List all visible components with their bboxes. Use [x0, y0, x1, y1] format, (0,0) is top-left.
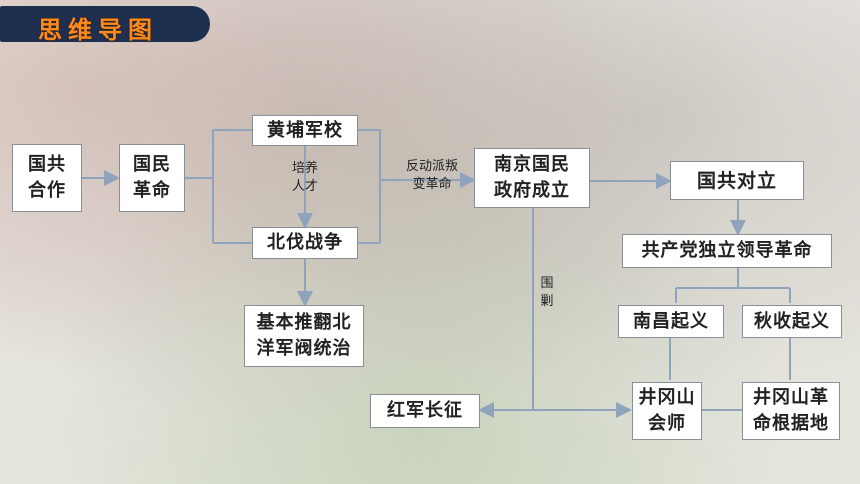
node-huishi: 井冈山 会师	[632, 382, 702, 440]
label-weijiao: 围 剿	[540, 276, 554, 309]
node-huishi-label: 井冈山 会师	[638, 387, 696, 434]
node-huangpu: 黄埔军校	[252, 115, 358, 146]
node-beifa-label: 北伐战争	[267, 232, 343, 253]
node-changzheng: 红军长征	[370, 394, 480, 428]
title-banner: 思维导图	[0, 6, 210, 44]
node-beifa: 北伐战争	[252, 227, 358, 259]
node-qiushou-label: 秋收起义	[754, 310, 830, 332]
node-duili-label: 国共对立	[696, 169, 777, 192]
node-tuifan-label: 基本推翻北 洋军阀统治	[256, 312, 352, 359]
node-nanchang: 南昌起义	[618, 305, 724, 338]
node-gongchandang: 共产党独立领导革命	[622, 234, 832, 268]
node-huangpu-label: 黄埔军校	[267, 119, 343, 141]
node-guogong-hezuo: 国共 合作	[12, 144, 82, 212]
node-guomin-geming: 国民 革命	[119, 144, 185, 212]
node-nanjing: 南京国民 政府成立	[474, 148, 590, 208]
node-gongchandang-label: 共产党独立领导革命	[641, 240, 813, 261]
node-nanjing-label: 南京国民 政府成立	[494, 154, 570, 201]
node-guogong-hezuo-label: 国共 合作	[28, 154, 66, 201]
node-guomin-geming-label: 国民 革命	[133, 154, 171, 201]
page-title: 思维导图	[38, 16, 158, 44]
node-qiushou: 秋收起义	[742, 305, 842, 338]
node-tuifan: 基本推翻北 洋军阀统治	[244, 305, 364, 367]
node-nanchang-label: 南昌起义	[633, 310, 709, 332]
label-fandong: 反动派叛 变革命	[405, 159, 458, 192]
label-peiyang: 培养 人才	[291, 161, 318, 194]
node-duili: 国共对立	[670, 161, 804, 200]
node-genjudi-label: 井冈山革 命根据地	[753, 387, 829, 434]
node-changzheng-label: 红军长征	[387, 400, 463, 421]
node-genjudi: 井冈山革 命根据地	[742, 382, 840, 440]
